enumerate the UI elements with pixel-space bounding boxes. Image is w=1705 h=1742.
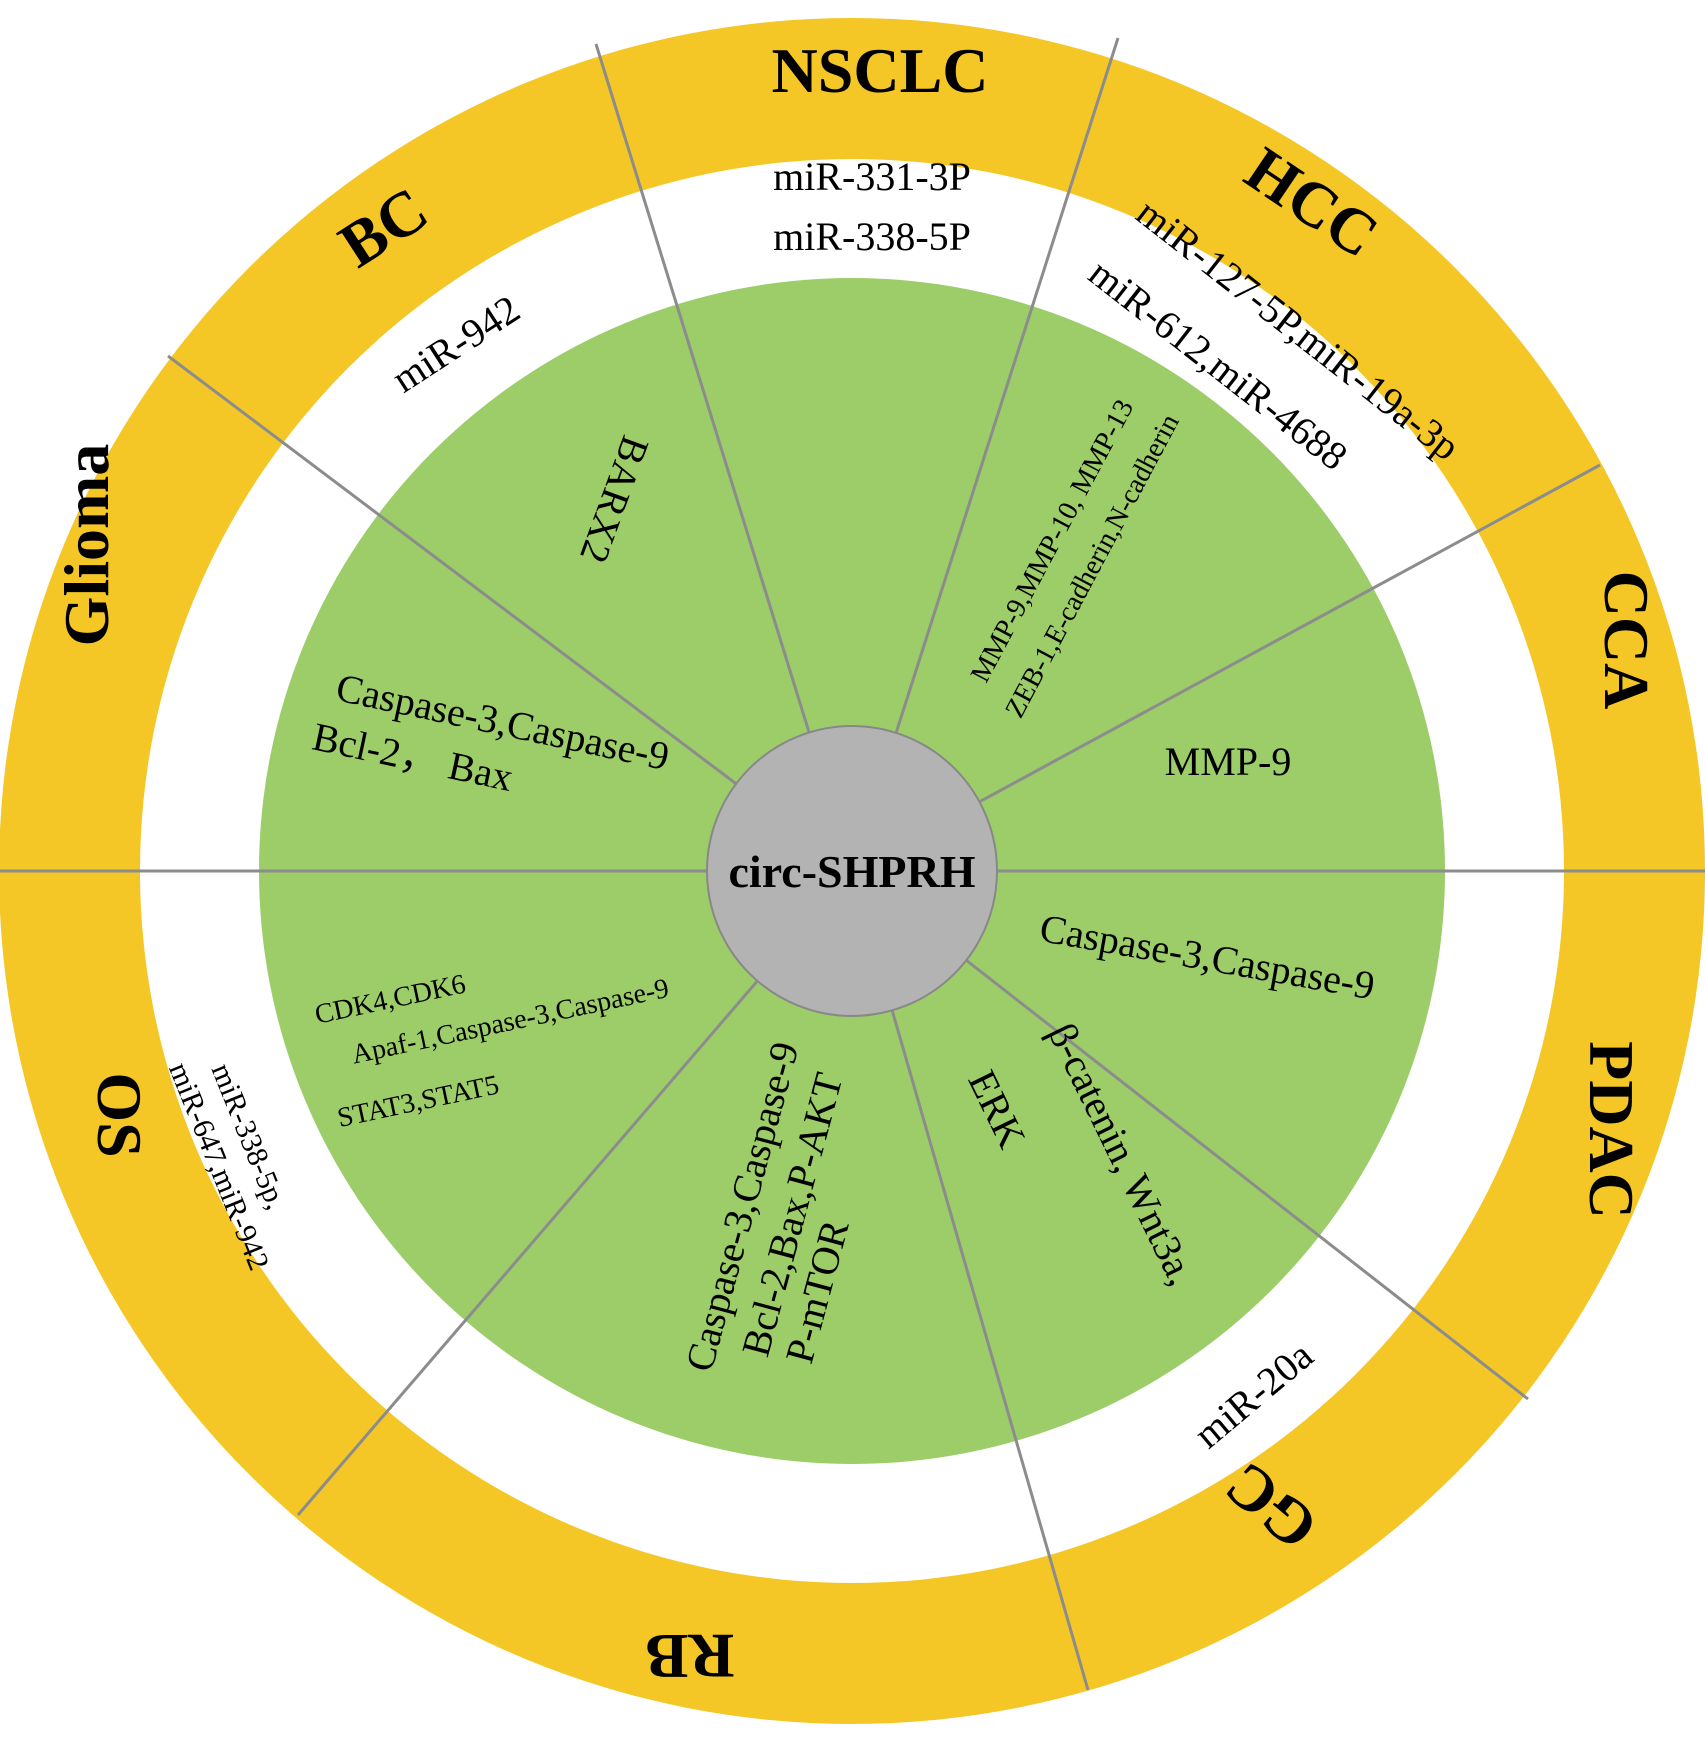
sector-nsclc: NSCLC miR-331-3P miR-338-5P — [772, 35, 989, 259]
cancer-label-cca: CCA — [1591, 571, 1662, 710]
cancer-label-glioma: Glioma — [51, 444, 122, 647]
center-disk — [706, 725, 998, 1017]
cancer-label-pdac: PDAC — [1576, 1041, 1647, 1219]
mirna-nsclc-1: miR-331-3P — [773, 154, 971, 199]
sector-cca: CCA MMP-9 — [1165, 571, 1662, 784]
cancer-label-nsclc: NSCLC — [772, 35, 989, 106]
mirna-nsclc-2: miR-338-5P — [773, 214, 971, 259]
cancer-label-rb: RB — [646, 1621, 735, 1692]
cancer-label-os: OS — [84, 1072, 155, 1157]
center-label: circ-SHPRH — [729, 846, 976, 897]
target-cca-1: MMP-9 — [1165, 739, 1292, 784]
